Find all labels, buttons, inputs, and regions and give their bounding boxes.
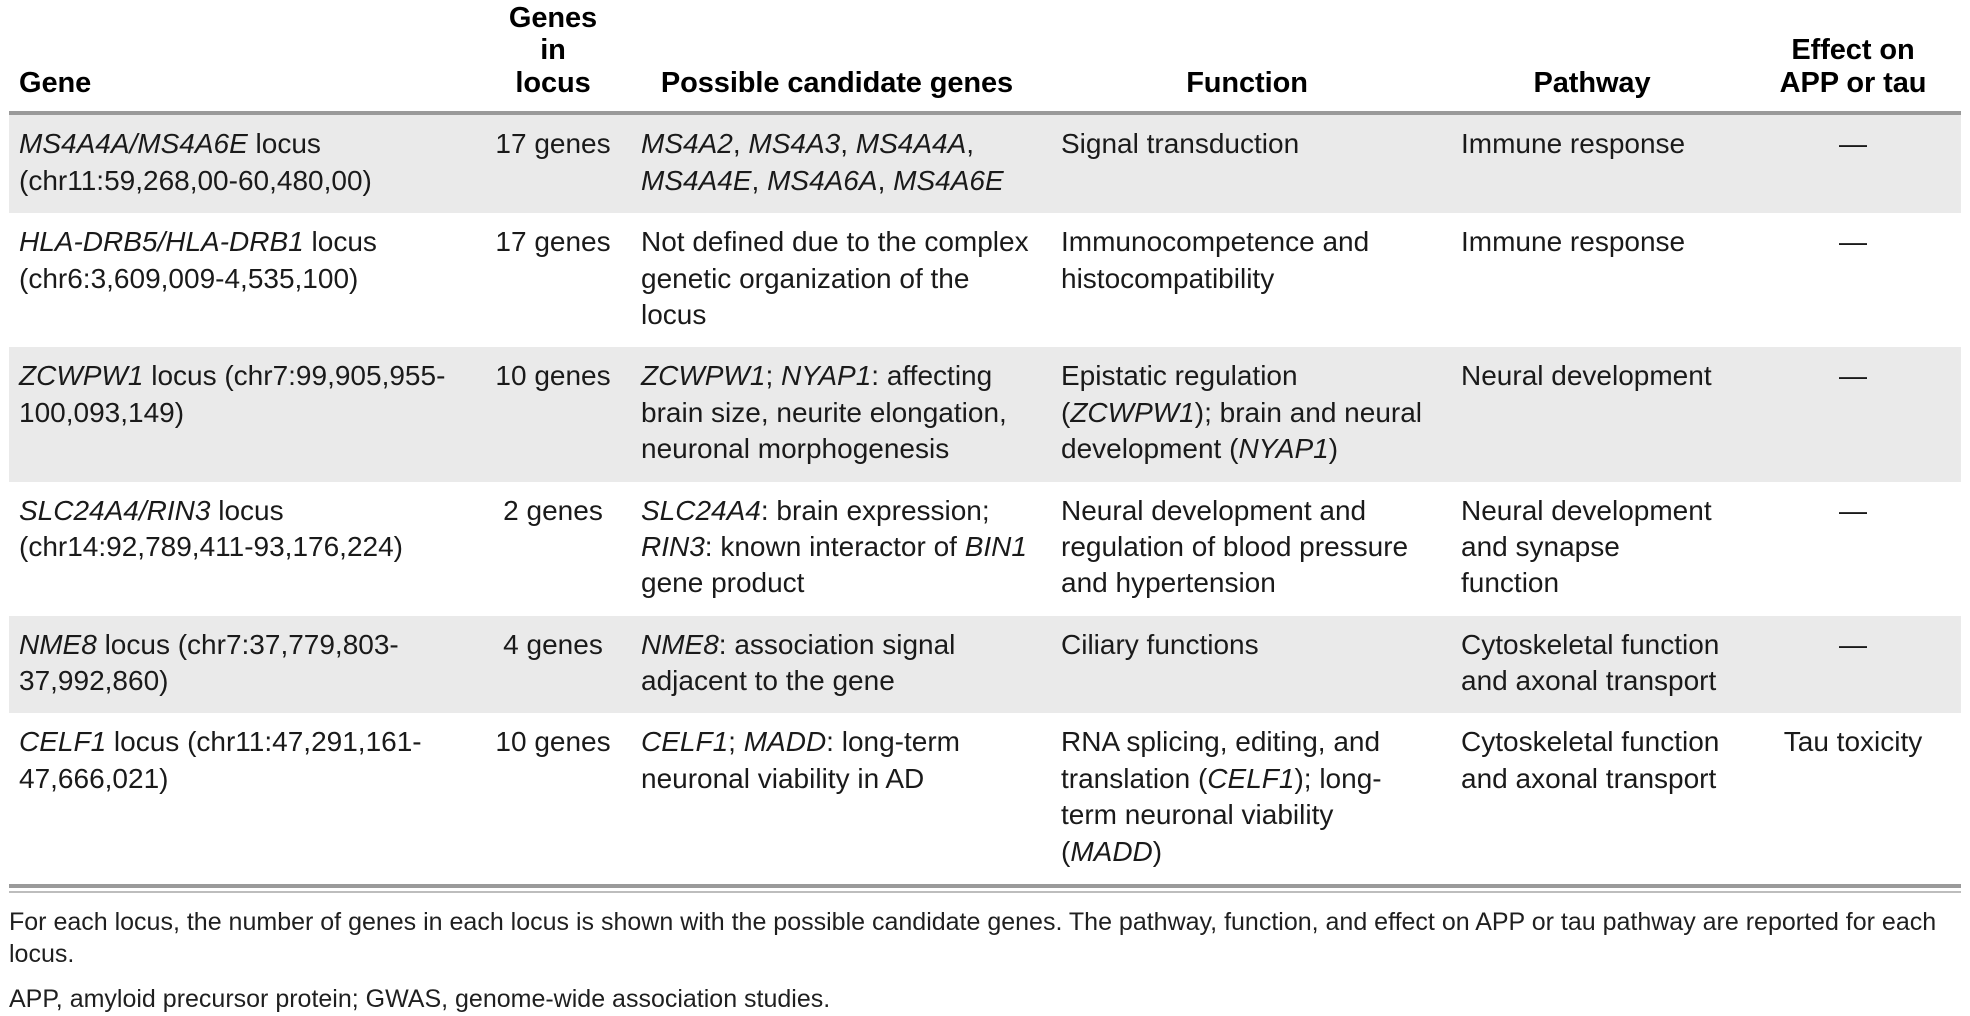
table-row: SLC24A4/RIN3 locus (chr14:92,789,411-93,… [9,481,1961,616]
table-row: HLA-DRB5/HLA-DRB1 locus (chr6:3,609,009-… [9,213,1961,348]
cell-function: Epistatic regulation (ZCWPW1); brain and… [1047,347,1447,482]
cell-pathway: Cytoskeletal function and axonal transpo… [1447,713,1737,885]
cell-pathway: Cytoskeletal function and axonal transpo… [1447,615,1737,714]
cell-pathway: Immune response [1447,115,1737,214]
header-rule-line [9,111,1961,116]
table-row: ZCWPW1 locus (chr7:99,905,955-100,093,14… [9,347,1961,482]
table-footnotes: For each locus, the number of genes in e… [9,907,1961,1016]
footnote-description: For each locus, the number of genes in e… [9,908,1937,968]
cell-genes-in-locus: 2 genes [479,481,627,616]
column-header-effect-line1: Effect on [1791,34,1915,67]
cell-function: Neural development and regulation of blo… [1047,481,1447,616]
cell-genes-in-locus: 10 genes [479,713,627,885]
bottom-rule-thin [9,891,1961,894]
column-header-pathway: Pathway [1533,66,1651,99]
footnote-abbreviations: APP, amyloid precursor protein; GWAS, ge… [9,985,831,1014]
column-header-effect-line2: APP or tau [1779,66,1927,99]
cell-gene: SLC24A4/RIN3 locus (chr14:92,789,411-93,… [9,481,479,616]
cell-possible-candidate-genes: ZCWPW1; NYAP1: affecting brain size, neu… [627,347,1047,482]
cell-possible-candidate-genes: CELF1; MADD: long-term neuronal viabilit… [627,713,1047,885]
cell-function: RNA splicing, editing, and translation (… [1047,713,1447,885]
cell-possible-candidate-genes: SLC24A4: brain expression; RIN3: known i… [627,481,1047,616]
column-header-genes-in-locus-line2: locus [515,66,591,99]
cell-pathway: Immune response [1447,213,1737,348]
table-row: MS4A4A/MS4A6E locus (chr11:59,268,00-60,… [9,115,1961,214]
table-header: Gene Genes in locus Possible candidate g… [9,0,1961,116]
cell-possible-candidate-genes: MS4A2, MS4A3, MS4A4A, MS4A4E, MS4A6A, MS… [627,115,1047,214]
cell-genes-in-locus: 17 genes [479,115,627,214]
cell-effect-on-app-or-tau: — [1737,481,1961,616]
header-rule [9,111,1961,116]
cell-effect-on-app-or-tau: — [1737,615,1961,714]
cell-function: Immunocompetence and histocompatibility [1047,213,1447,348]
cell-function: Signal transduction [1047,115,1447,214]
cell-gene: CELF1 locus (chr11:47,291,161-47,666,021… [9,713,479,885]
cell-gene: HLA-DRB5/HLA-DRB1 locus (chr6:3,609,009-… [9,213,479,348]
cell-effect-on-app-or-tau: — [1737,115,1961,214]
column-header-genes-in-locus-line1: Genes in [508,2,598,67]
cell-effect-on-app-or-tau: — [1737,213,1961,348]
cell-function: Ciliary functions [1047,615,1447,714]
gwas-loci-table: Gene Genes in locus Possible candidate g… [9,0,1961,885]
table-row: NME8 locus (chr7:37,779,803-37,992,860)4… [9,615,1961,714]
cell-genes-in-locus: 10 genes [479,347,627,482]
cell-gene: ZCWPW1 locus (chr7:99,905,955-100,093,14… [9,347,479,482]
cell-gene: NME8 locus (chr7:37,779,803-37,992,860) [9,615,479,714]
cell-effect-on-app-or-tau: — [1737,347,1961,482]
table-bottom-rule [9,884,1961,894]
column-header-gene: Gene [19,66,92,99]
header-row: Gene Genes in locus Possible candidate g… [9,0,1961,111]
cell-possible-candidate-genes: NME8: association signal adjacent to the… [627,615,1047,714]
cell-genes-in-locus: 4 genes [479,615,627,714]
cell-gene: MS4A4A/MS4A6E locus (chr11:59,268,00-60,… [9,115,479,214]
table-body: MS4A4A/MS4A6E locus (chr11:59,268,00-60,… [9,115,1961,885]
column-header-function: Function [1186,66,1308,99]
table-sheet: Gene Genes in locus Possible candidate g… [9,2,1961,1013]
cell-effect-on-app-or-tau: Tau toxicity [1737,713,1961,885]
column-header-possible-candidate-genes: Possible candidate genes [660,66,1014,99]
cell-pathway: Neural development and synapse function [1447,481,1737,616]
column-header-effect-on-app-or-tau: Effect on APP or tau [1737,0,1961,111]
column-header-genes-in-locus: Genes in locus [479,0,627,111]
cell-possible-candidate-genes: Not defined due to the complex genetic o… [627,213,1047,348]
cell-genes-in-locus: 17 genes [479,213,627,348]
table-row: CELF1 locus (chr11:47,291,161-47,666,021… [9,713,1961,885]
cell-pathway: Neural development [1447,347,1737,482]
